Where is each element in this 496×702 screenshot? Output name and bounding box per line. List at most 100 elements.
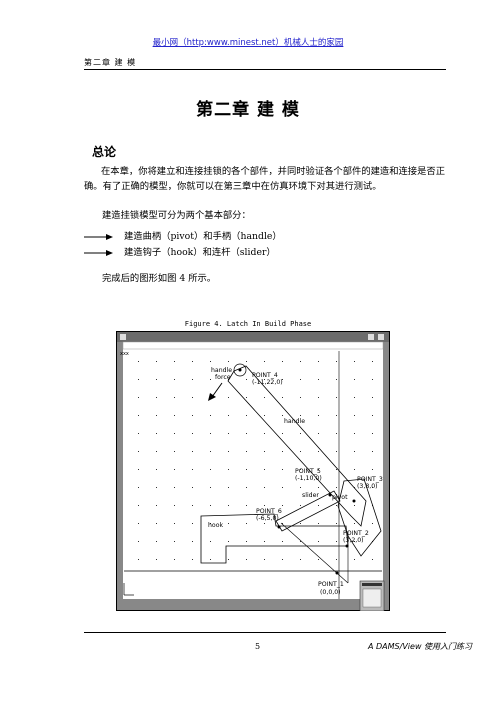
grid-dot <box>282 451 283 452</box>
grid-dot <box>174 541 175 542</box>
grid-dot <box>246 469 247 470</box>
grid-dot <box>372 433 373 434</box>
latch-figure: xxx POINT_4 (-11,22,0) handle force hand… <box>116 331 390 611</box>
grid-dot <box>282 487 283 488</box>
grid-dot <box>354 433 355 434</box>
grid-dot <box>210 487 211 488</box>
grid-dot <box>372 487 373 488</box>
grid-dot <box>174 361 175 362</box>
top-link[interactable]: 最小网（http:www.minest.net）机械人士的家园 <box>152 38 344 48</box>
bullet-item: 建造曲柄（pivot）和手柄（handle） <box>84 228 282 242</box>
grid-dot <box>228 523 229 524</box>
grid-dot <box>318 487 319 488</box>
grid-dot <box>282 505 283 506</box>
grid-dot <box>336 433 337 434</box>
grid-dot <box>300 487 301 488</box>
grid-dot <box>282 469 283 470</box>
grid-dot <box>138 379 139 380</box>
window-bottom-border <box>117 599 389 610</box>
grid-dot <box>354 559 355 560</box>
grid-dot <box>336 451 337 452</box>
section-heading: 总论 <box>92 145 117 159</box>
grid-dot <box>174 415 175 416</box>
pivot-part <box>337 478 382 557</box>
grid-dot <box>192 505 193 506</box>
grid-dot <box>318 361 319 362</box>
grid-dot <box>282 361 283 362</box>
grid-dot <box>282 397 283 398</box>
grid-dot <box>282 523 283 524</box>
grid-dot <box>192 379 193 380</box>
grid-dot <box>210 379 211 380</box>
grid-dot <box>372 559 373 560</box>
grid-dot <box>174 397 175 398</box>
grid-dot <box>354 397 355 398</box>
grid-dot <box>372 451 373 452</box>
grid-dot <box>138 397 139 398</box>
grid-dot <box>174 505 175 506</box>
grid-dot <box>210 469 211 470</box>
grid-dot <box>228 451 229 452</box>
grid-dot <box>282 559 283 560</box>
grid-dot <box>192 415 193 416</box>
grid-dot <box>156 505 157 506</box>
grid-dot <box>138 505 139 506</box>
hook-label: hook <box>208 522 223 529</box>
paragraph-intro: 在本章，你将建立和连接挂锁的各个部件，并同时验证各个部件的建造和连接是否正确。有… <box>84 166 445 192</box>
grid-dot <box>138 361 139 362</box>
grid-dot <box>300 433 301 434</box>
window-right-border <box>383 342 389 610</box>
grid-dot <box>246 415 247 416</box>
grid-dot <box>318 505 319 506</box>
grid-dot <box>372 361 373 362</box>
grid-dot <box>210 505 211 506</box>
grid-dot <box>372 415 373 416</box>
grid-dot <box>228 361 229 362</box>
paragraph-figure-ref: 完成后的图形如图 4 所示。 <box>102 273 217 284</box>
grid-dot <box>138 541 139 542</box>
grid-dot <box>300 505 301 506</box>
grid-dot <box>156 559 157 560</box>
grid-dot <box>192 523 193 524</box>
grid-dot <box>228 541 229 542</box>
grid-dot <box>354 523 355 524</box>
handle-force-label: handle <box>211 367 232 374</box>
grid-dot <box>264 523 265 524</box>
grid-dot <box>282 541 283 542</box>
grid-dot <box>210 523 211 524</box>
grid-dot <box>336 469 337 470</box>
grid-dot <box>372 397 373 398</box>
grid-dot <box>318 379 319 380</box>
grid-dot <box>264 415 265 416</box>
grid-dot <box>282 379 283 380</box>
point4-coord: (-11,22,0) <box>252 379 283 386</box>
grid-dot <box>228 505 229 506</box>
chapter-title: 第二章 建 模 <box>196 100 300 120</box>
grid-dot <box>282 415 283 416</box>
grid-dot <box>264 361 265 362</box>
grid-dot <box>174 487 175 488</box>
grid-dot <box>210 541 211 542</box>
grid-dot <box>264 487 265 488</box>
grid-dot <box>192 433 193 434</box>
grid-dot <box>192 487 193 488</box>
grid-dot <box>246 379 247 380</box>
grid-dot <box>264 397 265 398</box>
grid-dot <box>336 415 337 416</box>
pivot-label: pivot <box>332 494 348 501</box>
grid-dot <box>246 559 247 560</box>
grid-dot <box>300 361 301 362</box>
grid-dot <box>246 505 247 506</box>
grid-dot <box>246 397 247 398</box>
grid-dot <box>228 397 229 398</box>
grid-dot <box>300 451 301 452</box>
grid-dot <box>192 541 193 542</box>
grid-dot <box>174 451 175 452</box>
grid-dot <box>192 451 193 452</box>
grid-dot <box>318 415 319 416</box>
bullet-text: 建造钩子（hook）和连杆（slider） <box>124 247 276 258</box>
grid-dot <box>264 469 265 470</box>
point3-coord: (3,8,0) <box>357 483 378 490</box>
arrow-right-icon <box>84 249 113 256</box>
grid-dot <box>228 487 229 488</box>
